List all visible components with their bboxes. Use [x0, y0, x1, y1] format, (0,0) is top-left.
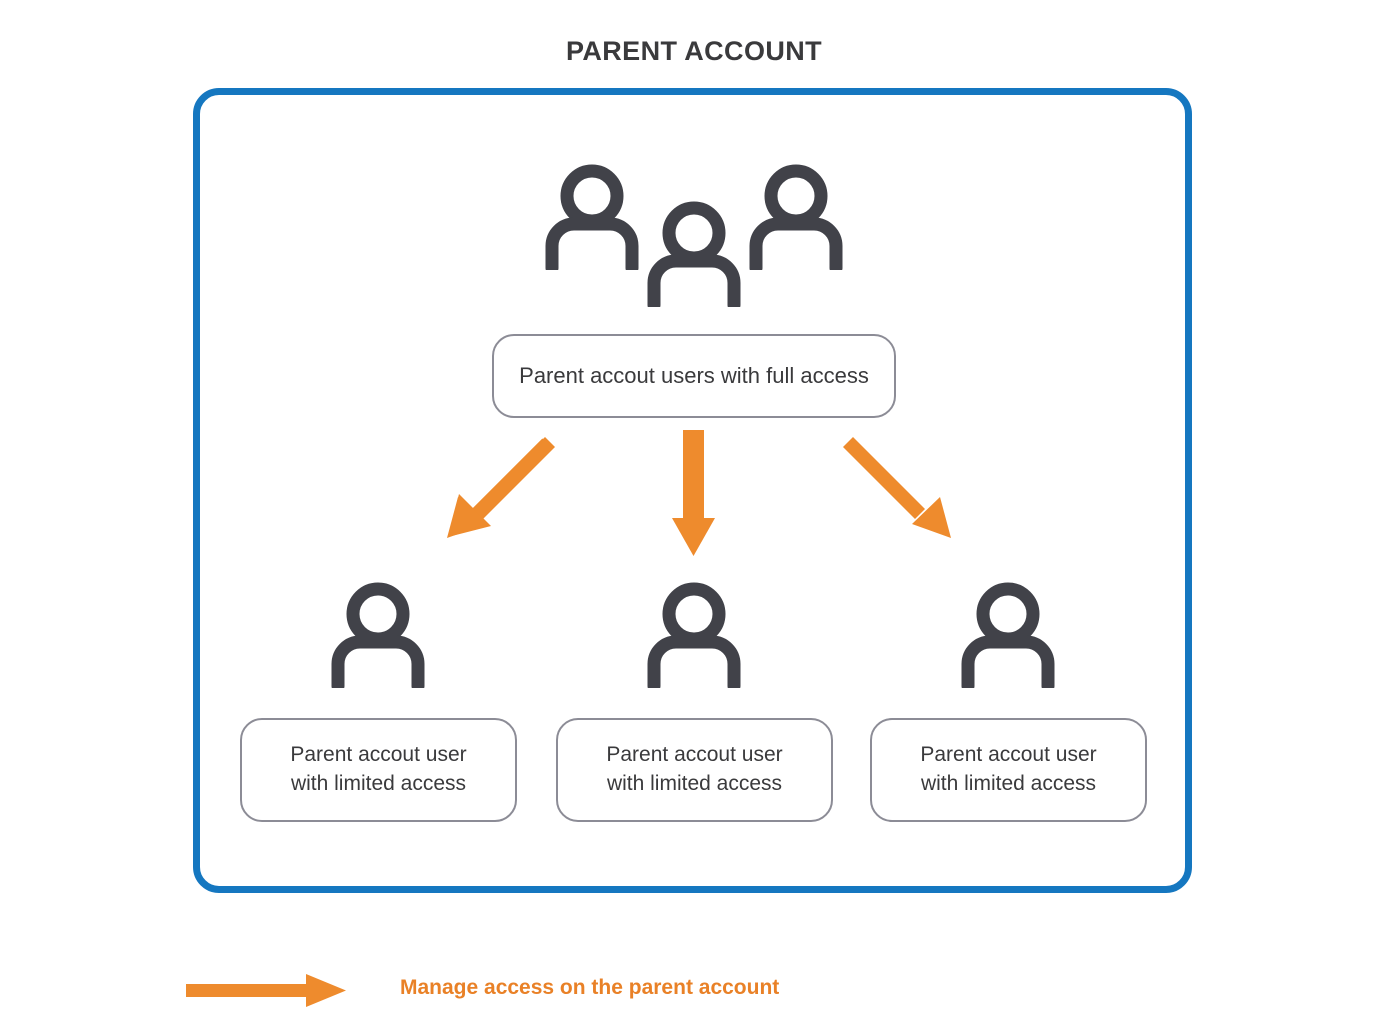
full-access-label-text: Parent accout users with full access	[519, 362, 869, 388]
label-line-2: with limited access	[290, 772, 467, 795]
legend-label: Manage access on the parent account	[400, 976, 780, 999]
limited-access-label-text: Parent accout user with limited access	[606, 741, 782, 799]
arrow-right-icon	[186, 974, 346, 1007]
label-line-2: with limited access	[606, 772, 783, 795]
person-icon	[536, 160, 648, 270]
limited-access-label-text: Parent accout user with limited access	[290, 741, 466, 799]
full-access-label-box: Parent accout users with full access	[492, 334, 896, 418]
legend: Manage access on the parent account	[186, 962, 986, 1018]
label-line-1: Parent accout user	[920, 743, 1097, 767]
label-line-2: with limited access	[920, 772, 1097, 795]
page-title: PARENT ACCOUNT	[565, 36, 823, 66]
limited-access-label-box: Parent accout user with limited access	[240, 718, 517, 822]
person-icon	[638, 197, 750, 307]
person-icon	[322, 578, 434, 693]
person-icon	[638, 578, 750, 693]
limited-access-label-box: Parent accout user with limited access	[556, 718, 833, 822]
person-icon	[952, 578, 1064, 693]
limited-access-label-text: Parent accout user with limited access	[920, 741, 1096, 799]
person-icon	[740, 160, 852, 270]
label-line-1: Parent accout user	[290, 743, 467, 767]
limited-access-label-box: Parent accout user with limited access	[870, 718, 1147, 822]
label-line-1: Parent accout user	[606, 743, 783, 767]
three-people-icon-group	[536, 160, 852, 310]
